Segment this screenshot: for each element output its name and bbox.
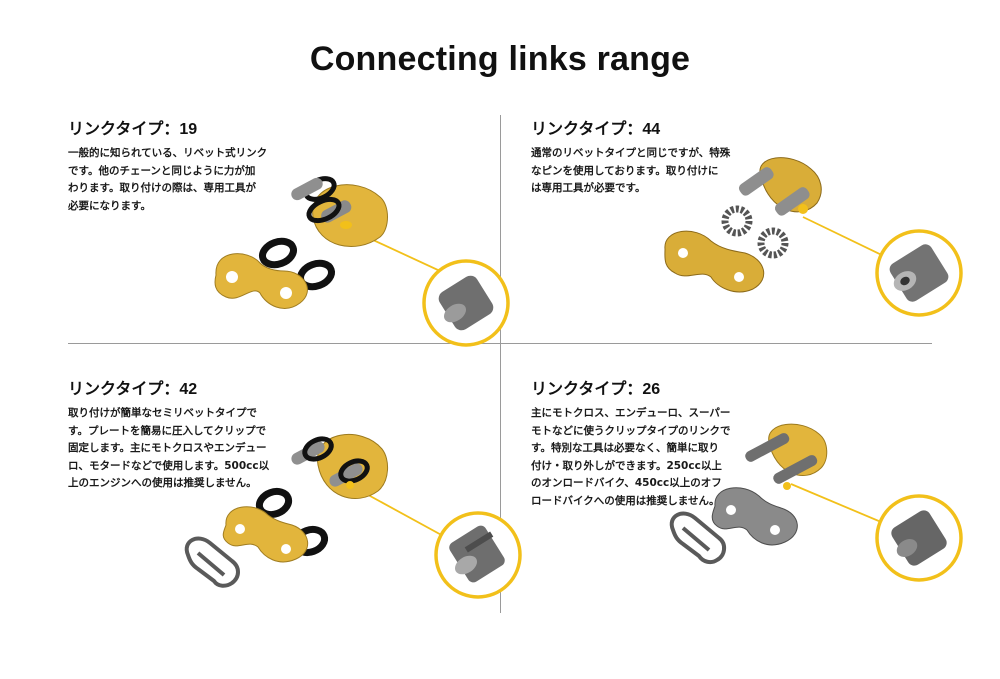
panel-description: 一般的に知られている、リベット式リンク です。他のチェーンと同じように力が加 わ… (68, 145, 267, 215)
page-title: Connecting links range (309, 40, 691, 78)
panel-title: リンクタイプ：42 (68, 381, 198, 398)
vertical-divider (500, 115, 501, 613)
panel-description: 主にモトクロス、エンデューロ、スーパー モトなどに使うクリップタイプのリンクで … (531, 405, 731, 510)
panel-description: 通常のリベットタイプと同じですが、特殊 なピンを使用しております。取り付けに は… (531, 145, 730, 198)
desc-line: です。他のチェーンと同じように力が加 (68, 164, 256, 177)
desc-line: ロードバイクへの使用は推奨しません。 (531, 494, 720, 507)
desc-line: す。特別な工具は必要なく、簡単に取り (531, 442, 719, 454)
panel-title: リンクタイプ：44 (531, 121, 661, 138)
semi-rivet-clip-link-image (184, 434, 522, 599)
panel-title: リンクタイプ：26 (531, 381, 661, 398)
horizontal-divider (68, 343, 932, 344)
desc-line: す。プレートを簡易に圧入してクリップで (68, 424, 267, 437)
desc-line: なピンを使用しております。取り付けに (531, 164, 719, 177)
desc-line: 取り付けが簡単なセミリベットタイプで (68, 407, 257, 419)
panel-description: 取り付けが簡単なセミリベットタイプで す。プレートを簡易に圧入してクリップで 固… (68, 405, 269, 493)
rivet-link-image (214, 176, 510, 347)
desc-line: 通常のリベットタイプと同じですが、特殊 (531, 147, 731, 159)
hollow-rivet-link-image (664, 157, 963, 317)
desc-line: 必要になります。 (68, 199, 151, 212)
desc-line: のオンロードバイク、450cc以上のオフ (531, 477, 722, 489)
desc-line: 固定します。主にモトクロスやエンデュー (68, 442, 267, 454)
desc-line: 一般的に知られている、リベット式リンク (68, 147, 268, 159)
link-type-19-panel: リンクタイプ：19 一般的に知られている、リベット式リンク です。他のチェーンと… (68, 115, 510, 347)
desc-line: 付け・取り外しができます。250cc以上 (531, 459, 722, 472)
desc-line: 上のエンジンへの使用は推奨しません。 (68, 477, 257, 489)
link-type-44-panel: リンクタイプ：44 通常のリベットタイプと同じですが、特殊 なピンを使用しており… (531, 115, 963, 345)
desc-line: は専用工具が必要です。 (531, 182, 646, 194)
panel-title: リンクタイプ：19 (68, 121, 198, 138)
desc-line: 主にモトクロス、エンデューロ、スーパー (531, 407, 731, 419)
clip-link-image (669, 423, 963, 582)
link-type-42-panel: リンクタイプ：42 取り付けが簡単なセミリベットタイプで す。プレートを簡易に圧… (68, 375, 522, 605)
desc-line: わります。取り付けの際は、専用工具が (68, 182, 256, 194)
desc-line: ロ、モタードなどで使用します。500cc以 (68, 459, 270, 472)
link-type-26-panel: リンクタイプ：26 主にモトクロス、エンデューロ、スーパー モトなどに使うクリッ… (531, 375, 963, 605)
desc-line: モトなどに使うクリップタイプのリンクで (531, 424, 731, 437)
